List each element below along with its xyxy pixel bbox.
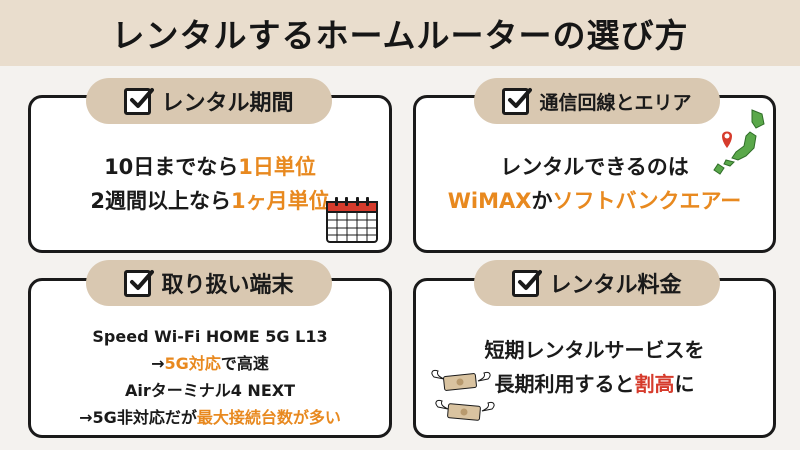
- device-line-2: →5G対応で高速: [151, 354, 269, 373]
- rental-period-accent-1: 1日単位: [238, 155, 316, 179]
- calendar-icon: [326, 197, 378, 243]
- device-line-1: Speed Wi-Fi HOME 5G L13: [92, 327, 328, 346]
- section-label-devices: 取り扱い端末: [86, 260, 332, 306]
- checkbox-icon: [124, 269, 155, 297]
- page-title: レンタルするホームルーターの選び方: [111, 16, 689, 55]
- network-area-text: レンタルできるのは WiMAXかソフトバンクエアー: [416, 150, 773, 218]
- checkbox-icon: [124, 87, 155, 115]
- network-area-line-1: レンタルできるのは: [500, 155, 689, 179]
- network-area-line-2: WiMAXかソフトバンクエアー: [447, 189, 742, 213]
- rental-period-line-1: 10日までなら1日単位: [104, 155, 316, 179]
- section-label-rental-period: レンタル期間: [86, 78, 332, 124]
- rental-period-text: 10日までなら1日単位 2週間以上なら1ヶ月単位: [31, 150, 389, 218]
- rental-fee-line-1: 短期レンタルサービスを: [484, 338, 705, 362]
- header-banner: レンタルするホームルーターの選び方: [0, 0, 800, 66]
- expensive-accent: 割高: [634, 372, 675, 396]
- rental-fee-text: 短期レンタルサービスを 長期利用すると割高に: [416, 333, 773, 401]
- checkbox-icon: [512, 269, 543, 297]
- softbank-air-accent: ソフトバンクエアー: [552, 189, 742, 213]
- section-label-rental-fee: レンタル料金: [474, 260, 720, 306]
- rental-period-line-2: 2週間以上なら1ヶ月単位: [90, 189, 330, 213]
- device-line-4: →5G非対応だが最大接続台数が多い: [79, 408, 341, 427]
- device-line-3: Airターミナル4 NEXT: [124, 381, 296, 400]
- device-5g-accent: 5G対応: [164, 354, 221, 373]
- device-max-connections-accent: 最大接続台数が多い: [196, 408, 341, 427]
- arrow-icon: →: [151, 354, 165, 373]
- flying-money-icon: [435, 400, 495, 421]
- devices-text: Speed Wi-Fi HOME 5G L13 →5G対応で高速 Airターミナ…: [31, 323, 389, 431]
- flying-money-icon: [431, 370, 491, 391]
- rental-period-accent-2: 1ヶ月単位: [231, 189, 330, 213]
- japan-map-icon: [713, 109, 765, 175]
- arrow-icon: →: [79, 408, 93, 427]
- wimax-accent: WiMAX: [447, 189, 532, 213]
- checkbox-icon: [502, 87, 533, 115]
- section-label-network-area: 通信回線とエリア: [474, 78, 720, 124]
- rental-fee-line-2: 長期利用すると割高に: [494, 372, 695, 396]
